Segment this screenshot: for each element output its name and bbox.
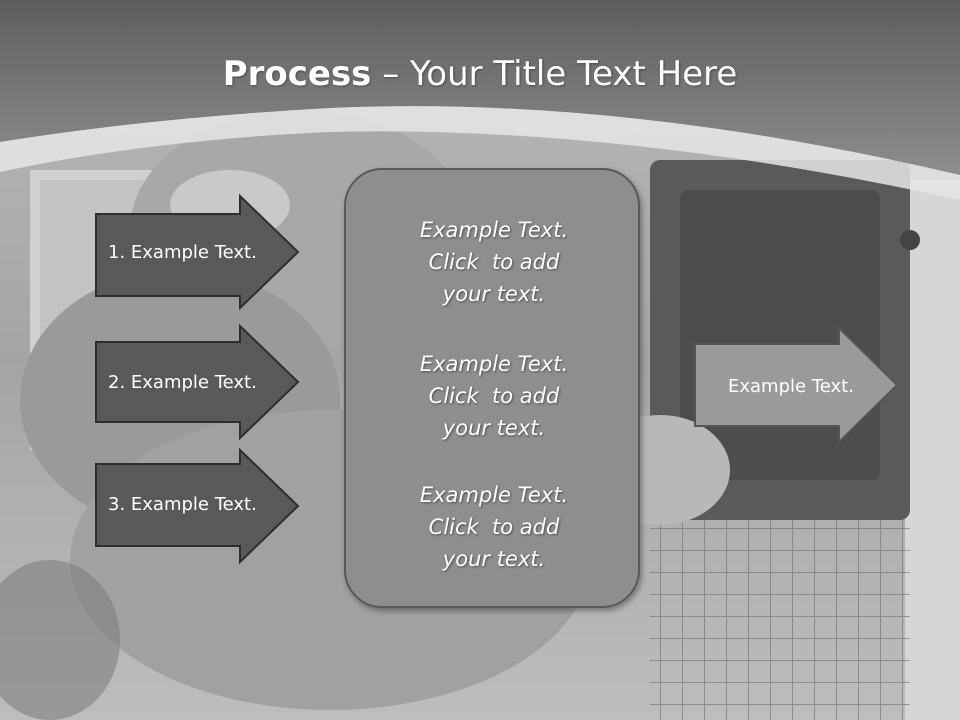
center-line: Example Text. xyxy=(419,352,569,376)
slide-title: Process – Your Title Text Here xyxy=(0,50,960,98)
center-text-block-2[interactable]: Example Text. Click to add your text. xyxy=(346,348,642,444)
center-line: your text. xyxy=(442,416,546,440)
process-arrow-3[interactable]: 3. Example Text. xyxy=(95,447,300,565)
arrow-shape xyxy=(95,447,300,565)
arrow-label: 1. Example Text. xyxy=(108,241,257,263)
center-line: Click to add xyxy=(428,515,560,539)
arrow-label: 2. Example Text. xyxy=(108,371,257,393)
center-line: your text. xyxy=(442,282,546,306)
process-arrow-2[interactable]: 2. Example Text. xyxy=(95,323,300,441)
arrow-label: 3. Example Text. xyxy=(108,493,257,515)
arrow-shape xyxy=(95,193,300,311)
process-arrow-1[interactable]: 1. Example Text. xyxy=(95,193,300,311)
center-line: Click to add xyxy=(428,250,560,274)
center-line: your text. xyxy=(442,547,546,571)
arrow-shape xyxy=(95,323,300,441)
title-bold: Process xyxy=(222,54,372,94)
result-arrow[interactable]: Example Text. xyxy=(694,325,900,445)
center-text-block-1[interactable]: Example Text. Click to add your text. xyxy=(346,214,642,310)
center-line: Click to add xyxy=(428,384,560,408)
center-line: Example Text. xyxy=(419,483,569,507)
arrow-label: Example Text. xyxy=(728,375,854,397)
title-rest: – Your Title Text Here xyxy=(371,54,738,94)
center-line: Example Text. xyxy=(419,218,569,242)
center-content-box[interactable]: Example Text. Click to add your text. Ex… xyxy=(344,168,640,608)
arrow-shape xyxy=(694,325,899,445)
center-text-block-3[interactable]: Example Text. Click to add your text. xyxy=(346,479,642,575)
